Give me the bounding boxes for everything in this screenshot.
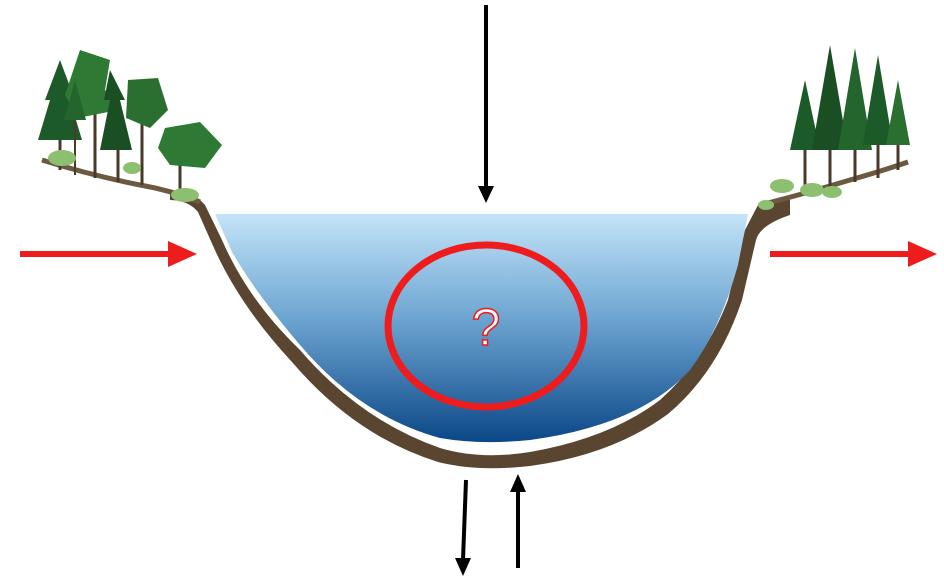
unknown-label: ? (472, 299, 501, 357)
shrub-icon (800, 183, 824, 197)
arrow-down-icon (455, 480, 471, 576)
tree-icon (838, 48, 872, 182)
shrub-icon (822, 186, 842, 198)
tree-icon (863, 55, 893, 178)
left-forest (38, 50, 222, 202)
shrub-icon (123, 162, 141, 174)
shrub-icon (758, 200, 774, 210)
shrub-icon (48, 150, 76, 166)
shrub-icon (770, 179, 794, 193)
tree-icon (158, 122, 222, 190)
arrow-up-icon (510, 474, 526, 568)
tree-icon (812, 45, 848, 188)
arrow-down-icon (478, 5, 494, 203)
arrow-right-icon (770, 241, 937, 267)
arrow-right-icon (20, 241, 197, 267)
shrub-icon (171, 188, 199, 202)
